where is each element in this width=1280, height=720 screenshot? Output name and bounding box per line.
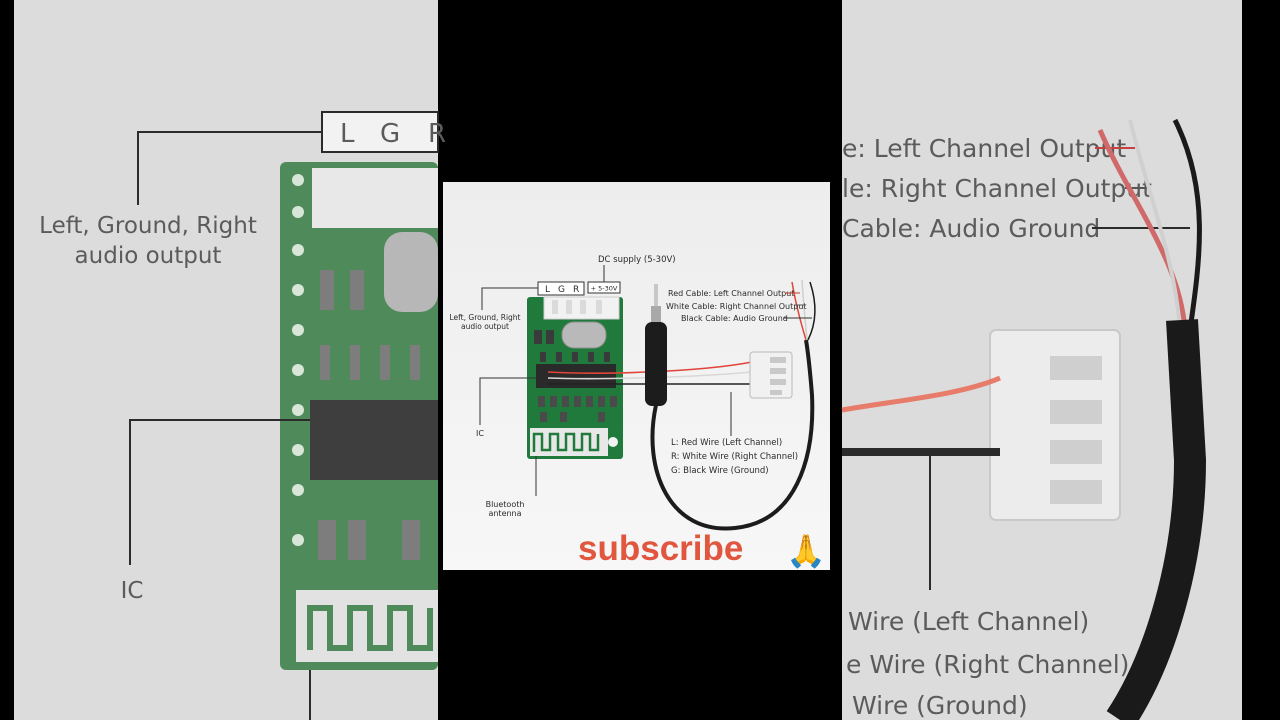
bg-leader-lgr [137,131,322,205]
dc-supply-label: DC supply (5-30V) [598,255,676,265]
bg-legend-l: Wire (Left Channel) [848,607,1089,636]
bg-lgr-label-1: Left, Ground, Right [39,213,257,239]
bluetooth-antenna-label-2: antenna [488,509,521,518]
pray-emoji-icon: 🙏 [786,533,826,569]
ic-label: IC [476,429,484,438]
bg-lgr-label-2: audio output [75,243,222,269]
legend-r: R: White Wire (Right Channel) [671,452,798,462]
bluetooth-antenna-label-1: Bluetooth [486,500,525,509]
bg-red-cable-label: e: Left Channel Output [842,134,1126,163]
bg-black-cable-label: Cable: Audio Ground [842,214,1100,243]
svg-text:L: L [340,119,355,149]
audio-cable [650,339,815,531]
jst-connector [749,351,793,399]
legend-l: L: Red Wire (Left Channel) [671,438,782,448]
diagram-card: DC supply (5-30V) + 5-30V L G R Left, Gr… [443,182,830,570]
legend-g: G: Black Wire (Ground) [671,466,769,476]
bg-lgr-header [321,111,439,153]
pin-r-label: R [573,285,579,295]
black-cable-label: Black Cable: Audio Ground [681,314,788,323]
subscribe-text: subscribe [578,529,743,568]
pin-l-label: L [545,285,550,295]
bg-white-cable-label: le: Right Channel Output [842,174,1152,203]
dc-plus-box [587,281,621,294]
bg-legend-g: Wire (Ground) [852,691,1028,720]
bg-ic-label: IC [121,578,144,604]
audio-jack-plug [645,284,667,406]
lgr-output-label-2: audio output [461,322,509,331]
pin-g-label: G [558,285,565,295]
background-left-panel: L G R Left, Ground, Right audio output [14,0,446,720]
bg-cable [1106,319,1207,720]
background-right-panel: e: Left Channel Output le: Right Channel… [841,0,1242,720]
dc-plus-label: + 5-30V [591,285,618,293]
crystal-oscillator [561,321,607,349]
red-cable-label: Red Cable: Left Channel Output [668,289,794,298]
white-cable-label: White Cable: Right Channel Output [666,302,807,311]
svg-text:R: R [428,119,446,149]
lgr-output-label-1: Left, Ground, Right [450,313,521,322]
bg-legend-r: e Wire (Right Channel) [846,650,1129,679]
svg-text:G: G [380,119,400,149]
